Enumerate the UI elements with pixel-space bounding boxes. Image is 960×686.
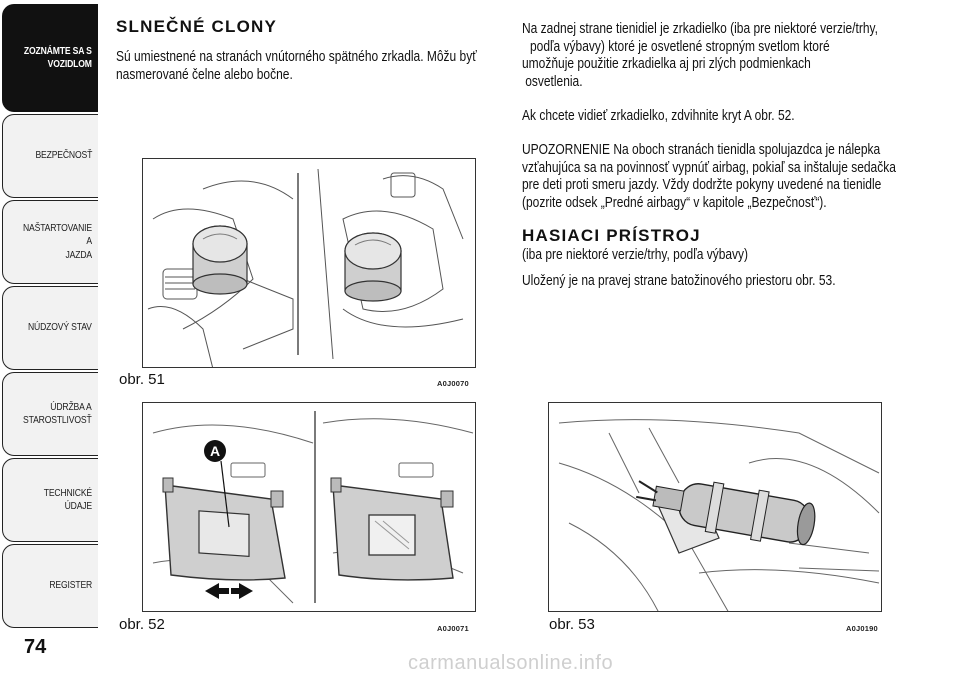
tab-label: BEZPEČNOSŤ xyxy=(35,149,92,162)
mirror-paragraph: Na zadnej strane tienidiel je zrkadielko… xyxy=(522,20,878,90)
figure-53-illustration xyxy=(558,419,880,611)
figure-53-label: obr. 53 xyxy=(549,616,595,633)
section-heading-fire-extinguisher: HASIACI PRÍSTROJ xyxy=(522,226,701,245)
figure-51-label: obr. 51 xyxy=(119,371,165,388)
tab-register[interactable]: REGISTER xyxy=(2,544,98,628)
warning-paragraph: UPOZORNENIE Na oboch stranách tienidla s… xyxy=(522,141,896,211)
tab-bezpecnost[interactable]: BEZPEČNOSŤ xyxy=(2,114,98,198)
callout-a-label: A xyxy=(210,443,220,459)
figure-52-illustration: A xyxy=(152,411,474,604)
figure-53-code: A0J0190 xyxy=(846,624,878,633)
figure-51 xyxy=(142,158,476,368)
figure-51-code: A0J0070 xyxy=(437,379,469,388)
tab-label: REGISTER xyxy=(49,579,92,592)
figure-52-label: obr. 52 xyxy=(119,616,165,633)
tab-technicke-udaje[interactable]: TECHNICKÉ ÚDAJE xyxy=(2,458,98,542)
mirror-instruction: Ak chcete vidieť zrkadielko, zdvihnite k… xyxy=(522,107,795,124)
tab-label: NÚDZOVÝ STAV xyxy=(28,321,92,334)
sun-visors-paragraph: Sú umiestnené na stranách vnútorného spä… xyxy=(116,48,477,83)
fire-extinguisher-location: Uložený je na pravej strane batožinového… xyxy=(522,272,836,289)
fire-extinguisher-note: (iba pre niektoré verzie/trhy, podľa výb… xyxy=(522,246,749,263)
figure-53 xyxy=(548,402,882,612)
tab-label: TECHNICKÉ ÚDAJE xyxy=(43,486,92,512)
figure-51-illustration xyxy=(147,168,464,367)
tab-nudzovy-stav[interactable]: NÚDZOVÝ STAV xyxy=(2,286,98,370)
section-heading-sun-visors: SLNEČNÉ CLONY xyxy=(116,17,278,36)
figure-52: A xyxy=(142,402,476,612)
figure-52-code: A0J0071 xyxy=(437,624,469,633)
watermark: carmanualsonline.info xyxy=(408,652,614,674)
page-number: 74 xyxy=(24,636,47,658)
